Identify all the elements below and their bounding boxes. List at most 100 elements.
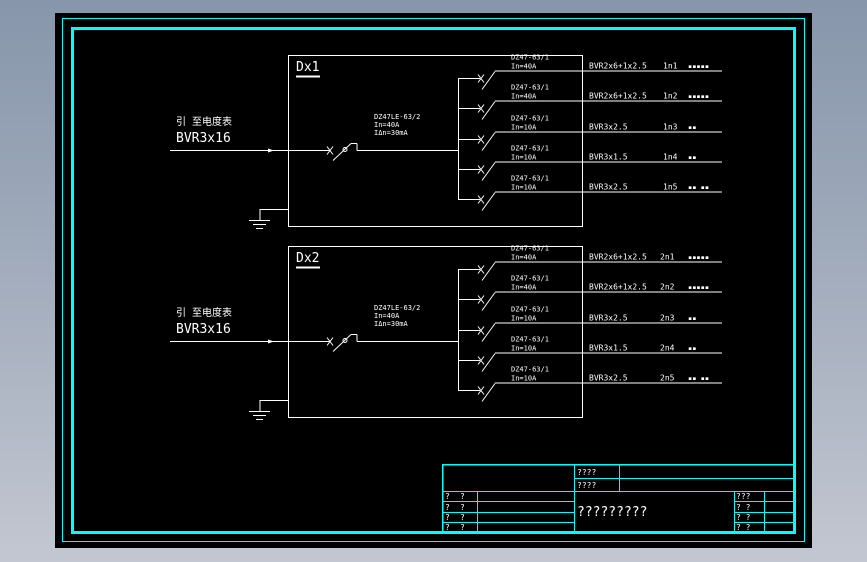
panel-name: Dx2 xyxy=(296,251,319,266)
branch-breaker-rating: In=10A xyxy=(511,345,537,353)
main-breaker-model: DZ47LE-63/2 xyxy=(374,304,420,312)
main-breaker-leakage: IΔn=30mA xyxy=(374,320,409,328)
left-row-3-b: ? xyxy=(460,513,465,522)
branch-circuit-1n1: DZ47-63/1In=40A BVR2x6+1x2.5 1n1 ▪▪▪▪▪ xyxy=(458,54,722,90)
branch-breaker-model: DZ47-63/1 xyxy=(511,54,549,62)
circuit-id: 1n5 xyxy=(663,183,678,192)
branch-breaker-model: DZ47-63/1 xyxy=(511,336,549,344)
branch-cable: BVR3x2.5 xyxy=(589,314,628,323)
branch-breaker-rating: In=40A xyxy=(511,284,537,292)
breaker-cross-icon xyxy=(477,295,485,304)
load-description: ▪▪ xyxy=(688,315,696,323)
branch-cable: BVR2x6+1x2.5 xyxy=(589,283,647,292)
branch-cable: BVR3x1.5 xyxy=(589,153,628,162)
panel-enclosure xyxy=(288,246,583,418)
breaker-cross-icon xyxy=(477,74,485,83)
breaker-contact-icon xyxy=(332,143,352,161)
branch-breaker-model: DZ47-63/1 xyxy=(511,145,549,153)
outer-border xyxy=(62,18,805,542)
main-breaker-model: DZ47LE-63/2 xyxy=(374,113,420,121)
breaker-contact-icon xyxy=(332,334,352,352)
circuit-id: 2n3 xyxy=(660,314,675,323)
branch-breaker-rating: In=10A xyxy=(511,154,537,162)
branch-breaker-rating: In=40A xyxy=(511,93,537,101)
breaker-cross-icon xyxy=(326,337,334,346)
breaker-cross-icon xyxy=(477,356,485,365)
drawing-title: ????????? xyxy=(577,505,647,520)
left-row-2-a: ? xyxy=(445,503,450,512)
arrow-icon xyxy=(268,339,274,344)
breaker-cross-icon xyxy=(477,195,485,204)
load-description: ▪▪ ▪▪ xyxy=(688,184,709,192)
breaker-contact-icon xyxy=(481,192,496,211)
feed-label: 引 至电度表 xyxy=(176,306,232,319)
feed-cable: BVR3x16 xyxy=(176,131,231,146)
branch-breaker-model: DZ47-63/1 xyxy=(511,366,549,374)
breaker-contact-icon xyxy=(481,162,496,181)
left-row-2-b: ? xyxy=(460,503,465,512)
right-row-3: ? ? xyxy=(736,513,751,522)
circuit-id: 2n1 xyxy=(660,253,675,262)
branch-breaker-rating: In=10A xyxy=(511,124,537,132)
panel-enclosure xyxy=(288,55,583,227)
branch-breaker-rating: In=10A xyxy=(511,184,537,192)
breaker-contact-icon xyxy=(481,353,496,372)
branch-breaker-model: DZ47-63/1 xyxy=(511,115,549,123)
branch-breaker-rating: In=40A xyxy=(511,63,537,71)
branch-circuit-2n3: DZ47-63/1 In=10A BVR3x2.5 2n3 ▪▪ xyxy=(458,306,722,342)
breaker-cross-icon xyxy=(477,104,485,113)
circuit-id: 1n2 xyxy=(663,92,678,101)
main-breaker-rating: In=40A xyxy=(374,121,400,129)
circuit-id: 1n1 xyxy=(663,62,678,71)
main-breaker-rating: In=40A xyxy=(374,312,400,320)
branch-circuit-1n2: DZ47-63/1 In=40A BVR2x6+1x2.5 1n2 ▪▪▪▪▪ xyxy=(458,84,722,120)
left-row-4-a: ? xyxy=(445,523,450,532)
load-description: ▪▪▪▪▪ xyxy=(688,93,709,101)
feed-cable: BVR3x16 xyxy=(176,322,231,337)
breaker-cross-icon xyxy=(326,146,334,155)
breaker-cross-icon xyxy=(477,326,485,335)
right-row-4: ? ? xyxy=(736,523,751,532)
branch-circuit-1n5: DZ47-63/1In=10A BVR3x2.5 1n5 ▪▪ ▪▪ xyxy=(458,175,722,211)
load-description: ▪▪ xyxy=(688,124,696,132)
breaker-contact-icon xyxy=(481,323,496,342)
breaker-contact-icon xyxy=(481,383,496,402)
load-description: ▪▪▪▪▪ xyxy=(688,254,709,262)
title-block-frame xyxy=(441,463,796,534)
breaker-cross-icon xyxy=(477,265,485,274)
branch-breaker-rating: In=10A xyxy=(511,315,537,323)
branch-cable: BVR2x6+1x2.5 xyxy=(589,92,647,101)
load-description: ▪▪▪▪▪ xyxy=(688,63,709,71)
breaker-cross-icon xyxy=(477,135,485,144)
branch-breaker-rating: In=40A xyxy=(511,254,537,262)
feed-label: 引 至电度表 xyxy=(176,115,232,128)
branch-cable: BVR3x2.5 xyxy=(589,183,628,192)
branch-cable: BVR3x1.5 xyxy=(589,344,628,353)
branch-breaker-model: DZ47-63/1 xyxy=(511,245,549,253)
branch-cable: BVR2x6+1x2.5 xyxy=(589,62,647,71)
title-label-2: ???? xyxy=(577,481,596,490)
panel-name: Dx1 xyxy=(296,60,319,75)
breaker-contact-icon xyxy=(481,71,496,90)
circuit-id: 2n2 xyxy=(660,283,675,292)
circuit-id: 2n5 xyxy=(660,374,675,383)
branch-breaker-model: DZ47-63/1 xyxy=(511,275,549,283)
branch-breaker-model: DZ47-63/1 xyxy=(511,175,549,183)
load-description: ▪▪ xyxy=(688,345,696,353)
left-row-4-b: ? xyxy=(460,523,465,532)
rcd-circle-icon xyxy=(342,147,348,152)
circuit-id: 1n4 xyxy=(663,153,678,162)
title-block: ???? ???? ? ? ? ? ? ? ? ? ????????? ??? … xyxy=(441,463,796,534)
arrow-icon xyxy=(268,148,274,153)
left-row-1-b: ? xyxy=(460,492,465,501)
right-row-1: ??? xyxy=(736,492,751,501)
title-label-1: ???? xyxy=(577,468,596,477)
